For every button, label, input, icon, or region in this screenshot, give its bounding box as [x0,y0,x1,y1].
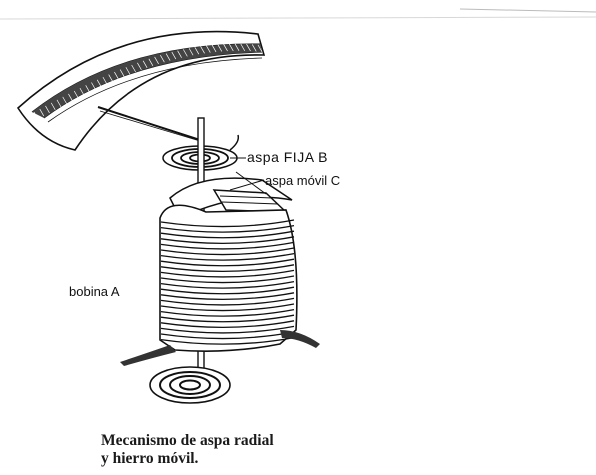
scale-tick [194,47,200,55]
coil-winding [160,275,295,284]
scale-tick [217,44,223,52]
scale-tick [246,43,251,52]
scale-tick [68,93,73,102]
scale-tick [160,55,165,63]
scale-tick [206,45,211,53]
scale-tick [73,90,79,99]
coil-body [159,204,298,352]
coil-lead-left [120,345,176,366]
coil-winding [160,264,295,272]
coil-winding [160,325,295,334]
coil-winding [160,236,295,244]
coil-winding [160,252,295,261]
scale-tick [142,60,148,68]
scale-arc [16,30,266,151]
scale-tick [62,96,68,105]
scale-tick [114,71,119,80]
vanes [169,171,293,219]
leader-aspa-movil [229,179,265,191]
scale-tick [39,108,45,117]
coil-winding [160,224,295,233]
coil-winding [160,280,295,289]
scale-tick [45,105,50,114]
scale-tick [257,44,263,53]
scale-tick [85,85,90,93]
coil-winding [160,241,295,250]
coil-winding [160,219,295,228]
coil-winding [160,308,295,317]
label-aspa-fija: aspa FIJA B [247,149,328,165]
scale-tick [165,53,171,61]
label-aspa-movil: aspa móvil C [265,173,341,188]
scale-tick [234,43,240,51]
scale-tick [154,56,159,65]
scale-tick [228,43,234,52]
bottom-spiral-spring [149,366,231,404]
coil-winding [160,331,295,340]
coil-winding [160,286,295,295]
scale-tick [211,44,217,53]
coil-winding [160,303,295,312]
scale-tick [177,50,182,58]
coil-lead-right [280,330,320,348]
scale-tick [108,74,113,82]
scale-tick [200,46,205,54]
coil-winding [160,320,295,328]
scale-tick [148,58,154,66]
scale-tick [251,44,257,52]
coil-winding [160,292,295,300]
scale-tick [188,48,194,56]
scale-tick [119,69,125,77]
scale-tick [183,49,188,57]
coil-winding [160,258,295,267]
scale-tick [33,111,39,120]
scale-tick [79,87,85,96]
scale-tick [171,51,177,60]
scale-tick [240,43,246,52]
pointer-needle [97,106,201,141]
caption-line-2: y hierro móvil. [101,450,199,467]
coil-winding [160,269,295,278]
coil-winding [160,247,295,256]
scale-tick [102,76,108,85]
scale-tick [91,82,96,90]
label-bobina: bobina A [69,284,120,299]
scale-tick [56,99,62,108]
scale-tick [137,62,142,71]
caption-line-1: Mecanismo de aspa radial [101,432,274,449]
coil-winding [160,230,295,239]
figure-caption: Mecanismo de aspa radial y hierro móvil. [101,432,274,468]
scale-tick [50,102,56,111]
coil-winding [160,336,295,345]
scale-tick [223,43,228,52]
scale-tick [96,79,102,87]
coil-winding [160,314,295,323]
coil-winding [160,297,295,306]
scale-tick [125,67,131,75]
scale-tick [131,64,136,73]
